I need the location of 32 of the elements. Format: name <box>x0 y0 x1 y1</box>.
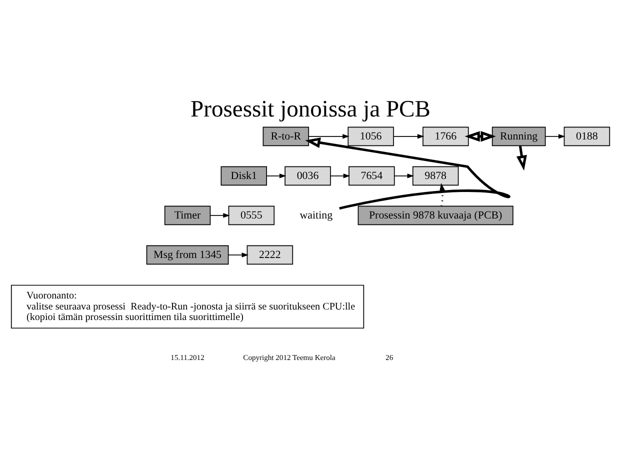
arrow <box>464 130 496 142</box>
arrow <box>308 134 350 138</box>
node-box: 1056 <box>348 126 394 146</box>
arrow <box>393 134 424 138</box>
node-box: Msg from 1345 <box>146 244 229 264</box>
node-box: 0555 <box>228 205 275 225</box>
node-box: Disk1 <box>220 166 267 186</box>
node-box: 0036 <box>284 166 331 186</box>
arrow <box>210 212 230 218</box>
node-box: Running <box>492 126 546 146</box>
node-box: Timer <box>164 205 211 225</box>
node-box: Prosessin 9878 kuvaaja (PCB) <box>358 205 514 225</box>
arrow <box>266 173 286 178</box>
node-text: waiting <box>300 208 333 221</box>
arrow <box>228 252 248 257</box>
label: 26 <box>386 352 394 362</box>
node-box: 7654 <box>348 166 395 186</box>
label: 15.11.2012 <box>170 352 204 362</box>
node-box: R-to-R <box>262 126 310 146</box>
arrow <box>305 136 509 210</box>
arrow <box>330 173 350 178</box>
arrow <box>394 173 414 178</box>
arrow <box>439 182 446 206</box>
node-box: 9878 <box>412 166 459 186</box>
node-box: 2222 <box>246 244 294 264</box>
node-box: 1766 <box>422 126 469 146</box>
label: Copyright 2012 Teemu Kerola <box>243 352 336 362</box>
node-box: 0188 <box>564 126 610 146</box>
arrow <box>545 134 566 138</box>
arrow <box>516 145 527 170</box>
diagram-title: Prosessit jonoissa ja PCB <box>190 96 430 122</box>
node-box: Vuoronanto: valitse seuraava prosessi Ready-to-Run -jonosta ja siirrä se suoritukseen CPU:lle (kopioi tämän prosessin suorittimen tila suorittimelle) <box>10 284 364 328</box>
